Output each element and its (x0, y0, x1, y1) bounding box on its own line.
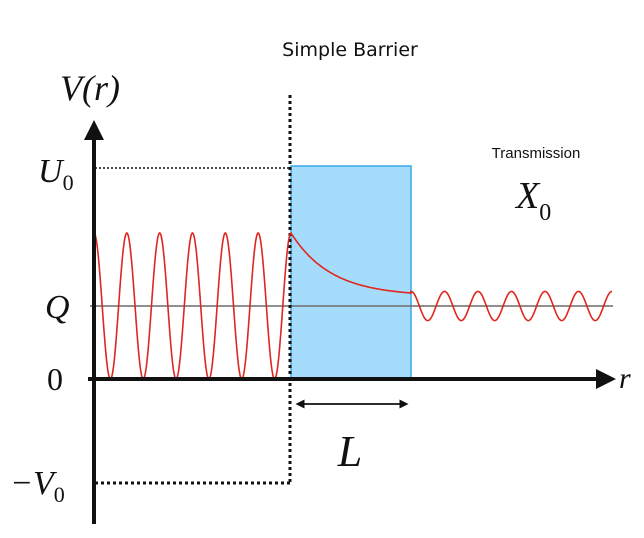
barrier-rect (290, 165, 412, 380)
u0-label: U0 (38, 153, 74, 195)
barrier-width-label: L (337, 427, 362, 476)
diagram-title: Simple Barrier (282, 39, 418, 61)
q-label: Q (45, 289, 70, 326)
y-axis-label: V(r) (60, 68, 120, 108)
transmission-label: Transmission (492, 145, 581, 162)
transmission-symbol: X0 (514, 175, 551, 226)
x-axis-label: r (619, 362, 631, 395)
wave-function-curve (93, 231, 613, 380)
zero-label: 0 (47, 361, 63, 397)
neg-v0-label: −V0 (10, 465, 65, 507)
